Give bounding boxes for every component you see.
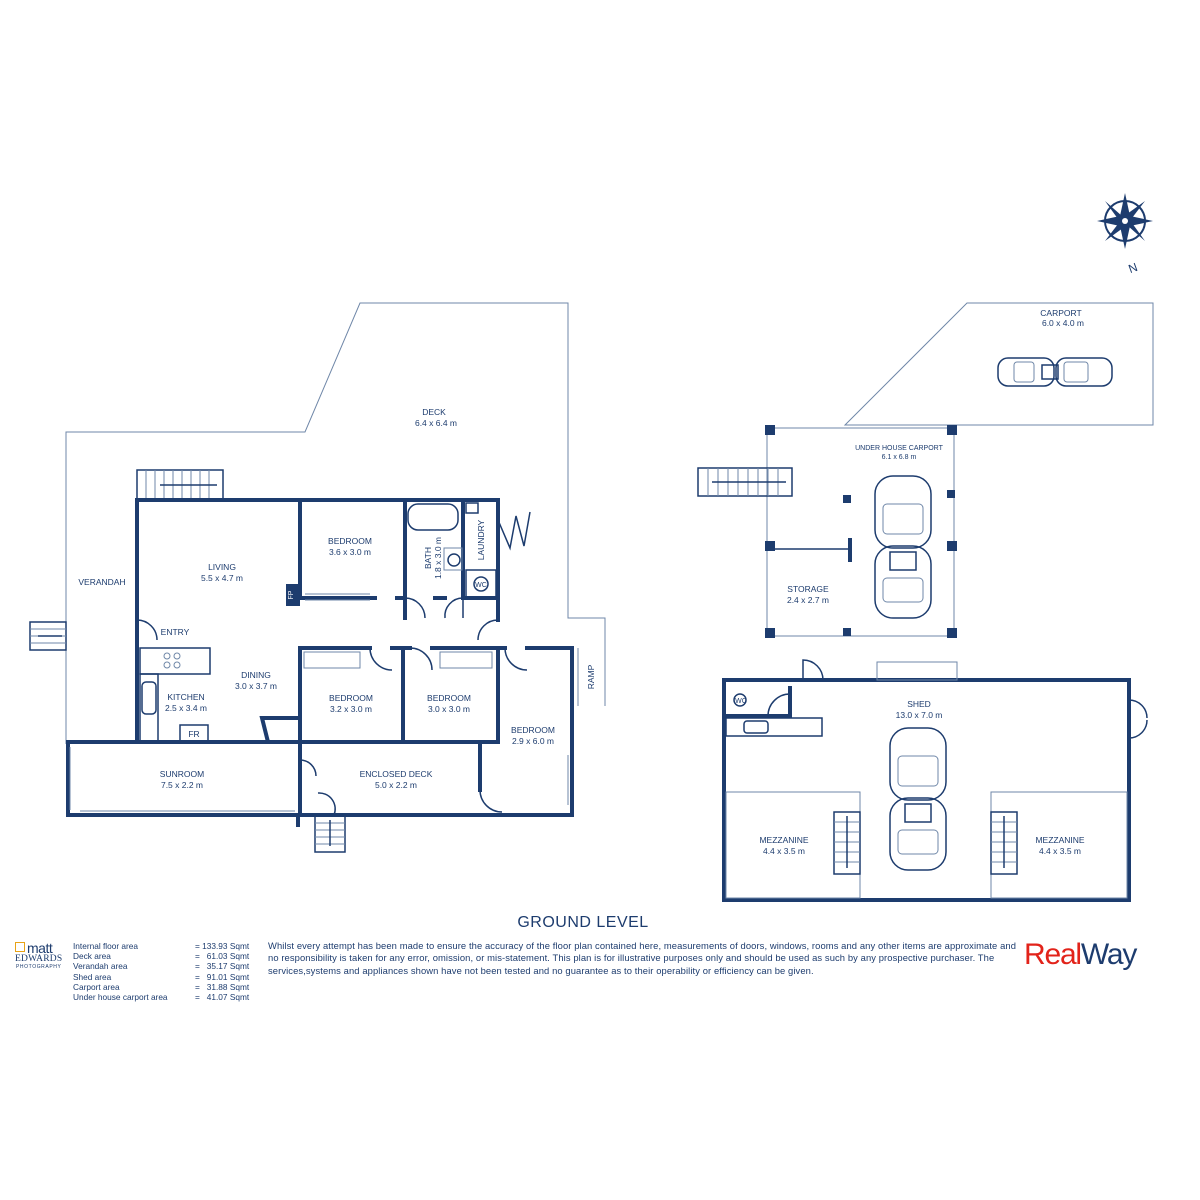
shed-name: SHED [907,699,931,709]
sunroom-name: SUNROOM [160,769,204,779]
bedroom4-name: BEDROOM [511,725,555,735]
ramp-name: RAMP [586,664,596,689]
agency-logo: RealWay [1024,938,1138,972]
shed-wc-label: WC [735,698,747,705]
area-summary: Internal floor area= 133.93 Sqmt Deck ar… [73,941,263,1002]
bedroom1-name: BEDROOM [328,536,372,546]
deck-size: 6.4 x 6.4 m [415,418,457,428]
bedroom2-size: 3.2 x 3.0 m [330,704,372,714]
mezzanine-left-size: 4.4 x 3.5 m [763,846,805,856]
living-size: 5.5 x 4.7 m [201,573,243,583]
carport-name: CARPORT [1040,308,1081,318]
bedroom1-size: 3.6 x 3.0 m [329,547,371,557]
under-house-carport-size: 6.1 x 6.8 m [882,454,917,461]
logo-line2: EDWARDS [15,954,63,964]
deck-name: DECK [422,407,446,417]
mezzanine-left-name: MEZZANINE [759,835,808,845]
agency-logo-part1: Real [1024,938,1082,971]
sunroom-size: 7.5 x 2.2 m [161,780,203,790]
enclosed-deck-name: ENCLOSED DECK [360,769,433,779]
verandah-stairs [29,621,67,651]
laundry-name: LAUNDRY [476,519,486,560]
enclosed-deck-size: 5.0 x 2.2 m [375,780,417,790]
deck-stairs [136,469,224,501]
car-icon-carport [997,357,1113,387]
verandah-name: VERANDAH [78,577,125,587]
area-row: Verandah area= 35.17 Sqmt [73,961,250,972]
logo-line1: matt [27,940,53,956]
logo-line3: PHOTOGRAPHY [16,964,62,970]
bedroom4-size: 2.9 x 6.0 m [512,736,554,746]
bedroom3-name: BEDROOM [427,693,471,703]
bedroom3-size: 3.0 x 3.0 m [428,704,470,714]
logo-mark-icon [15,942,25,952]
shed-size: 13.0 x 7.0 m [896,710,943,720]
photographer-logo: matt EDWARDS PHOTOGRAPHY [13,940,69,972]
front-stairs [314,814,346,853]
dining-size: 3.0 x 3.7 m [235,681,277,691]
area-row: Shed area= 91.01 Sqmt [73,971,250,982]
area-row: Deck area= 61.03 Sqmt [73,951,250,962]
bath-size: 1.8 x 3.0 m [433,537,443,579]
mezzanine-right-name: MEZZANINE [1035,835,1084,845]
under-house-carport-name: UNDER HOUSE CARPORT [855,445,943,452]
area-row: Under house carport area= 41.07 Sqmt [73,992,250,1003]
carport-size: 6.0 x 4.0 m [1042,318,1084,328]
living-name: LIVING [208,562,236,572]
north-label: N [1127,260,1140,276]
mezzanine-right-stairs [990,811,1018,875]
storage-size: 2.4 x 2.7 m [787,595,829,605]
dining-name: DINING [241,670,271,680]
plan-heading: GROUND LEVEL [517,914,648,931]
mezzanine-right-size: 4.4 x 3.5 m [1039,846,1081,856]
mezzanine-left-stairs [833,811,861,875]
car-icon-shed [889,727,947,871]
fridge-label: FR [188,729,199,739]
entry-name: ENTRY [161,627,190,637]
compass-rose-icon [1097,193,1153,249]
area-row: Carport area= 31.88 Sqmt [73,981,250,992]
agency-logo-part2: Way [1080,938,1138,971]
storage-name: STORAGE [787,584,829,594]
bedroom2-name: BEDROOM [329,693,373,703]
bath-name: BATH [423,547,433,569]
under-house-stairs [697,467,793,497]
kitchen-name: KITCHEN [167,692,204,702]
kitchen-size: 2.5 x 3.4 m [165,703,207,713]
area-row: Internal floor area= 133.93 Sqmt [73,941,250,951]
disclaimer-text: Whilst every attempt has been made to en… [268,940,1017,976]
car-icon-under-house [874,475,932,619]
fireplace-label: FP [288,590,295,599]
wc-label: WC [475,582,487,589]
